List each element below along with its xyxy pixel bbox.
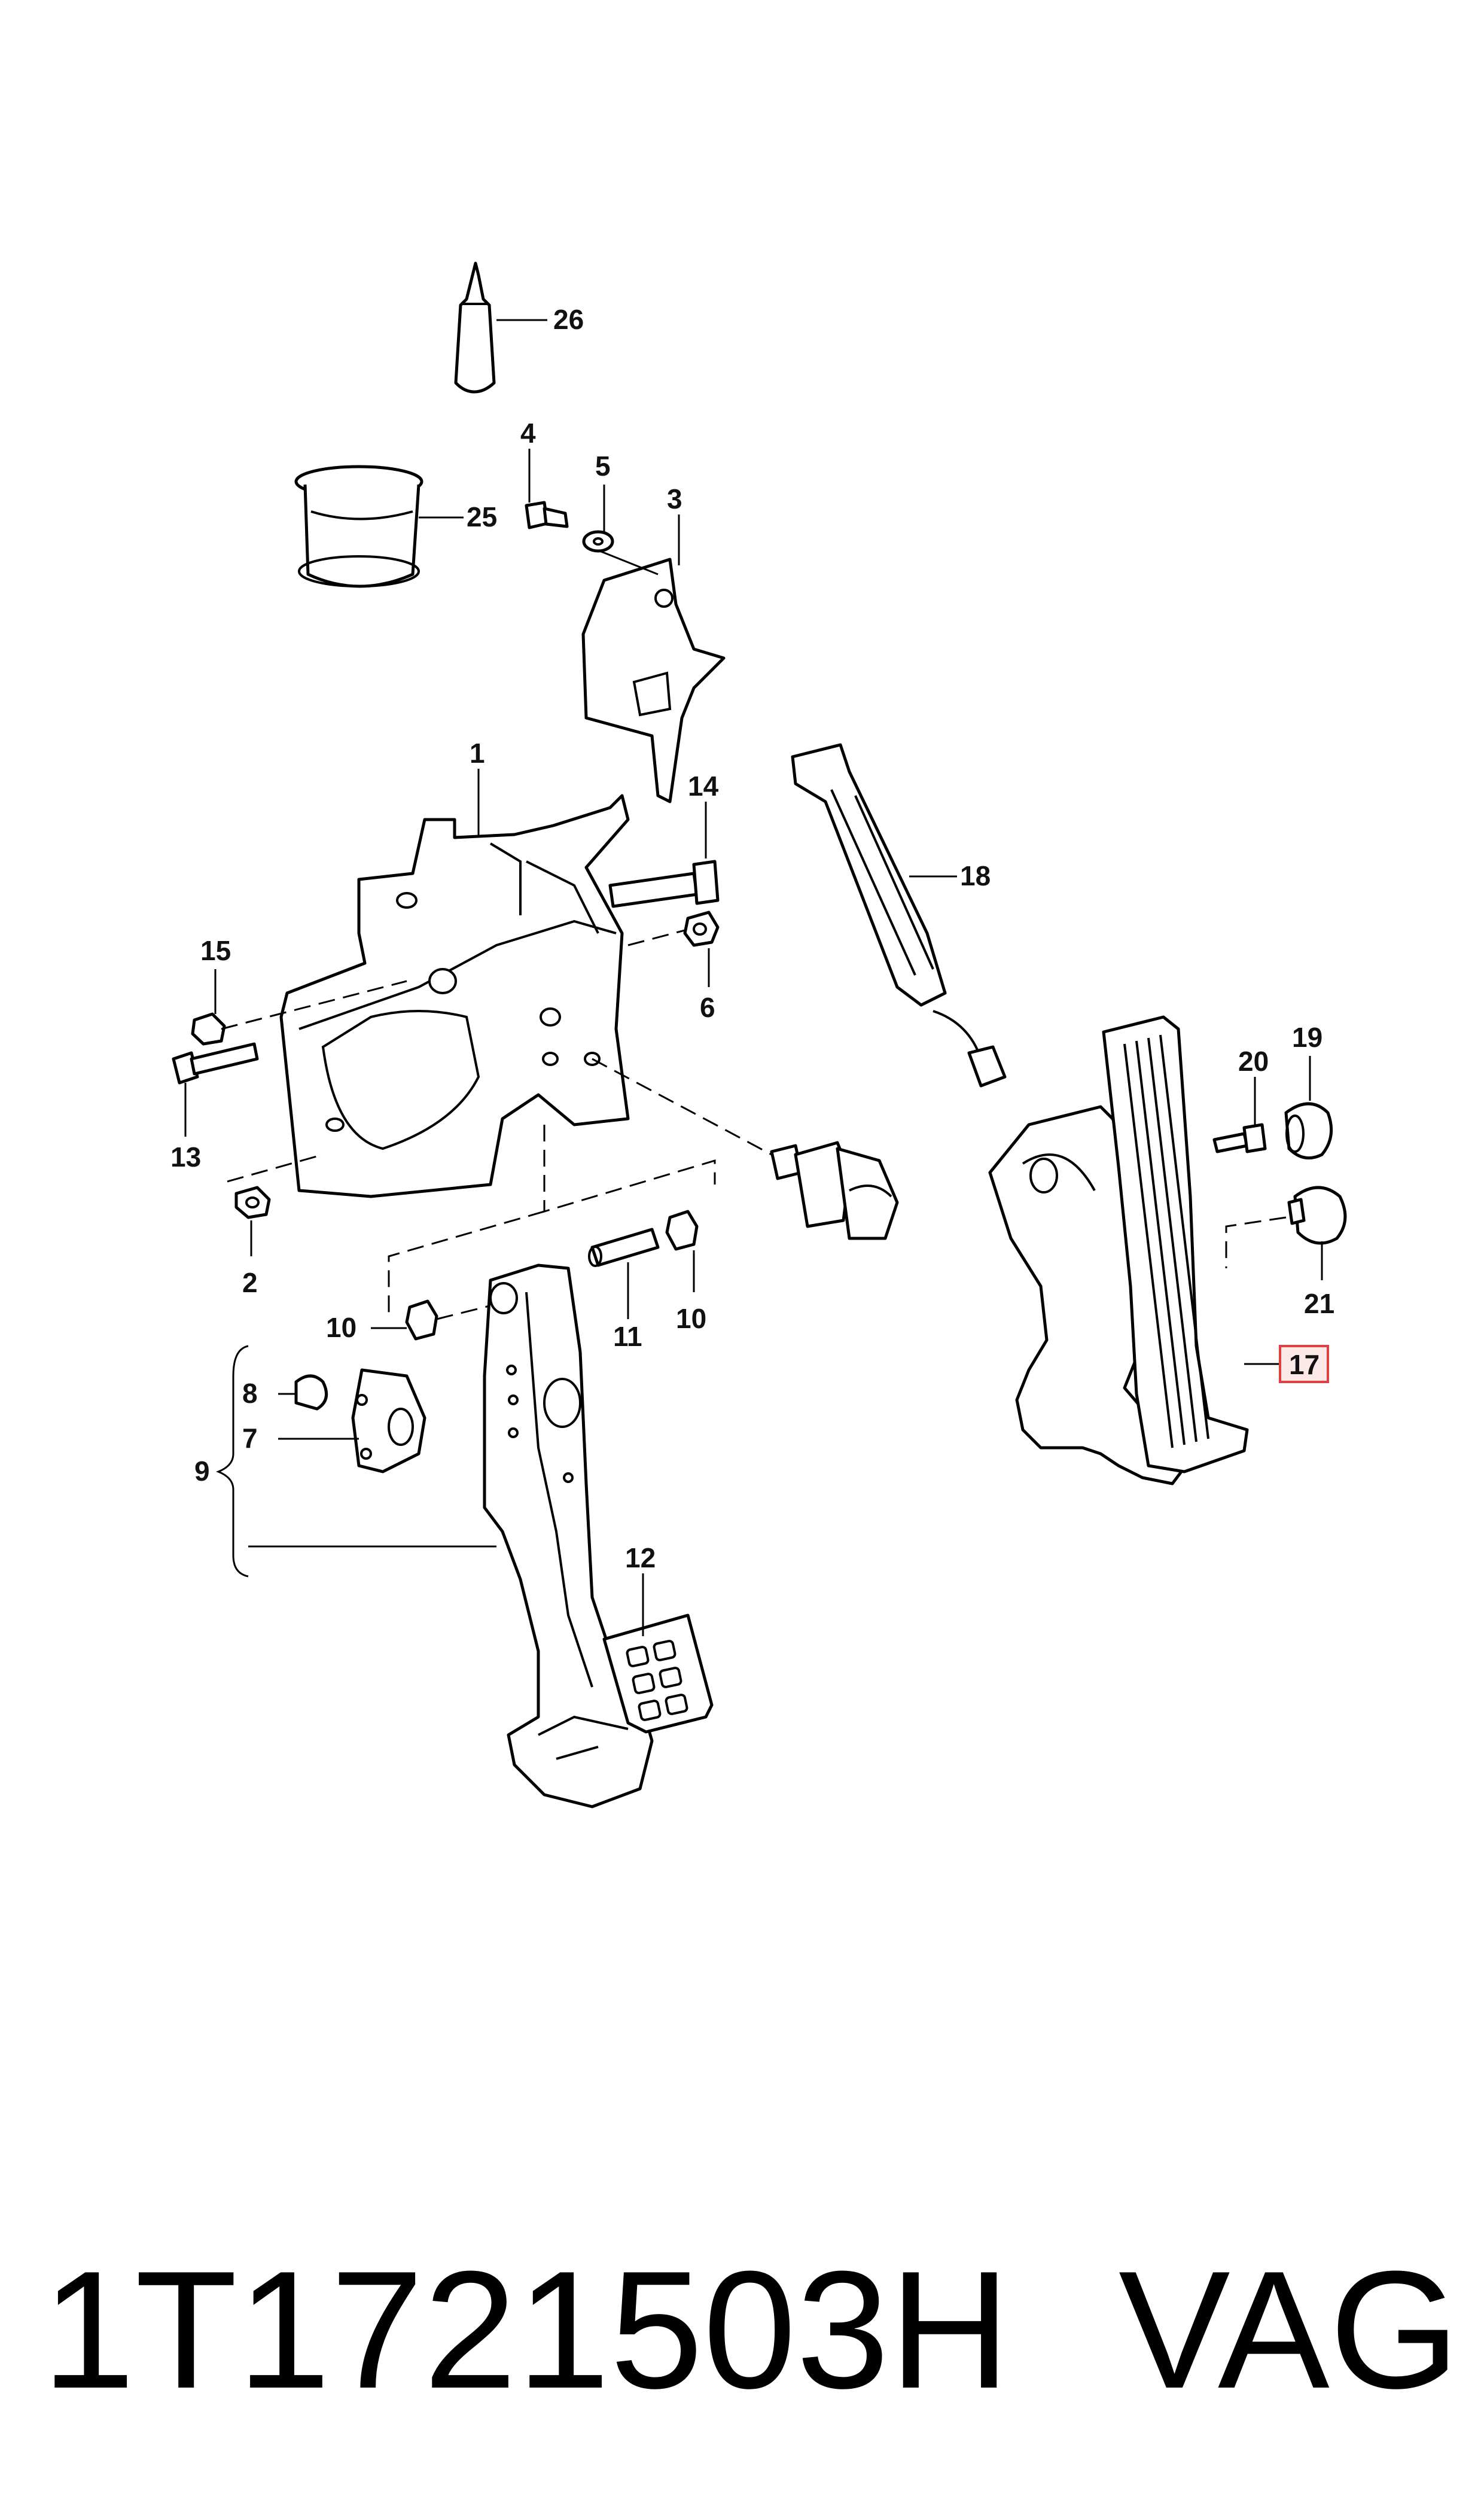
callout-3: 3 [667,483,682,514]
part-2-nut: 2 [227,1153,324,1298]
part-5-washer: 5 [582,450,614,553]
pedal-arm [483,1263,654,1808]
callout-25: 25 [467,501,497,532]
callout-6: 6 [700,992,715,1023]
part-3-bracket: 3 [581,483,726,803]
callout-15: 15 [200,935,231,966]
part-9-group: 9 [194,1345,496,1578]
part-4-bolt: 4 [520,418,569,529]
callout-10-left: 10 [326,1312,356,1343]
callout-20: 20 [1238,1046,1269,1077]
part-11-pin: 11 [588,1228,660,1352]
callout-8: 8 [242,1378,258,1409]
callout-5: 5 [595,450,611,482]
callout-13: 13 [170,1141,201,1173]
callout-26: 26 [553,304,584,335]
brake-light-switch [592,1058,899,1240]
part-26-sealant-tube: 26 [454,261,584,394]
part-13-bolt: 13 [170,1042,259,1173]
callout-10-right: 10 [676,1303,706,1334]
callout-21: 21 [1304,1288,1334,1319]
part-7-clamp: 7 [242,1368,426,1473]
part-12-pedal-pad: 12 [602,1542,714,1734]
callout-18: 18 [960,860,991,891]
part-10-bushing-left: 10 [326,1299,497,1343]
part-6-nut: 6 [627,911,720,1023]
part-21-stop: 21 [1225,1186,1347,1319]
callout-12: 12 [625,1542,656,1573]
part-17-accelerator-pedal: 17 [988,1015,1329,1485]
callout-9: 9 [194,1456,210,1487]
part-number: 1T1721503H [42,2237,1011,2423]
part-1-pedal-bracket: 1 [279,738,630,1198]
part-8-cap: 8 [242,1374,328,1411]
brand: VAG [1119,2237,1460,2423]
callout-1: 1 [470,738,485,769]
callout-17: 17 [1289,1349,1320,1380]
part-20-screw: 20 [1212,1046,1269,1153]
part-14-bolt: 14 [608,771,720,908]
callout-11: 11 [613,1321,642,1352]
part-10-bushing-right: 10 [665,1210,706,1334]
callout-4: 4 [520,418,536,449]
callout-17-highlight-box [1279,1345,1329,1383]
footer: 1T1721503H VAG [42,2240,1465,2420]
part-19-clip: 19 [1284,1022,1333,1160]
assembly-dashed-lines [388,1125,716,1316]
part-25-sleeve: 25 [294,465,497,588]
part-15-nut: 15 [191,935,407,1046]
callout-19: 19 [1292,1022,1323,1053]
callout-14: 14 [688,771,719,802]
exploded-parts-diagram: 26 25 4 5 3 [170,261,1347,1808]
part-18-sensor-rail: 18 [791,743,1007,1088]
callout-2: 2 [242,1267,258,1298]
callout-7: 7 [242,1423,258,1454]
